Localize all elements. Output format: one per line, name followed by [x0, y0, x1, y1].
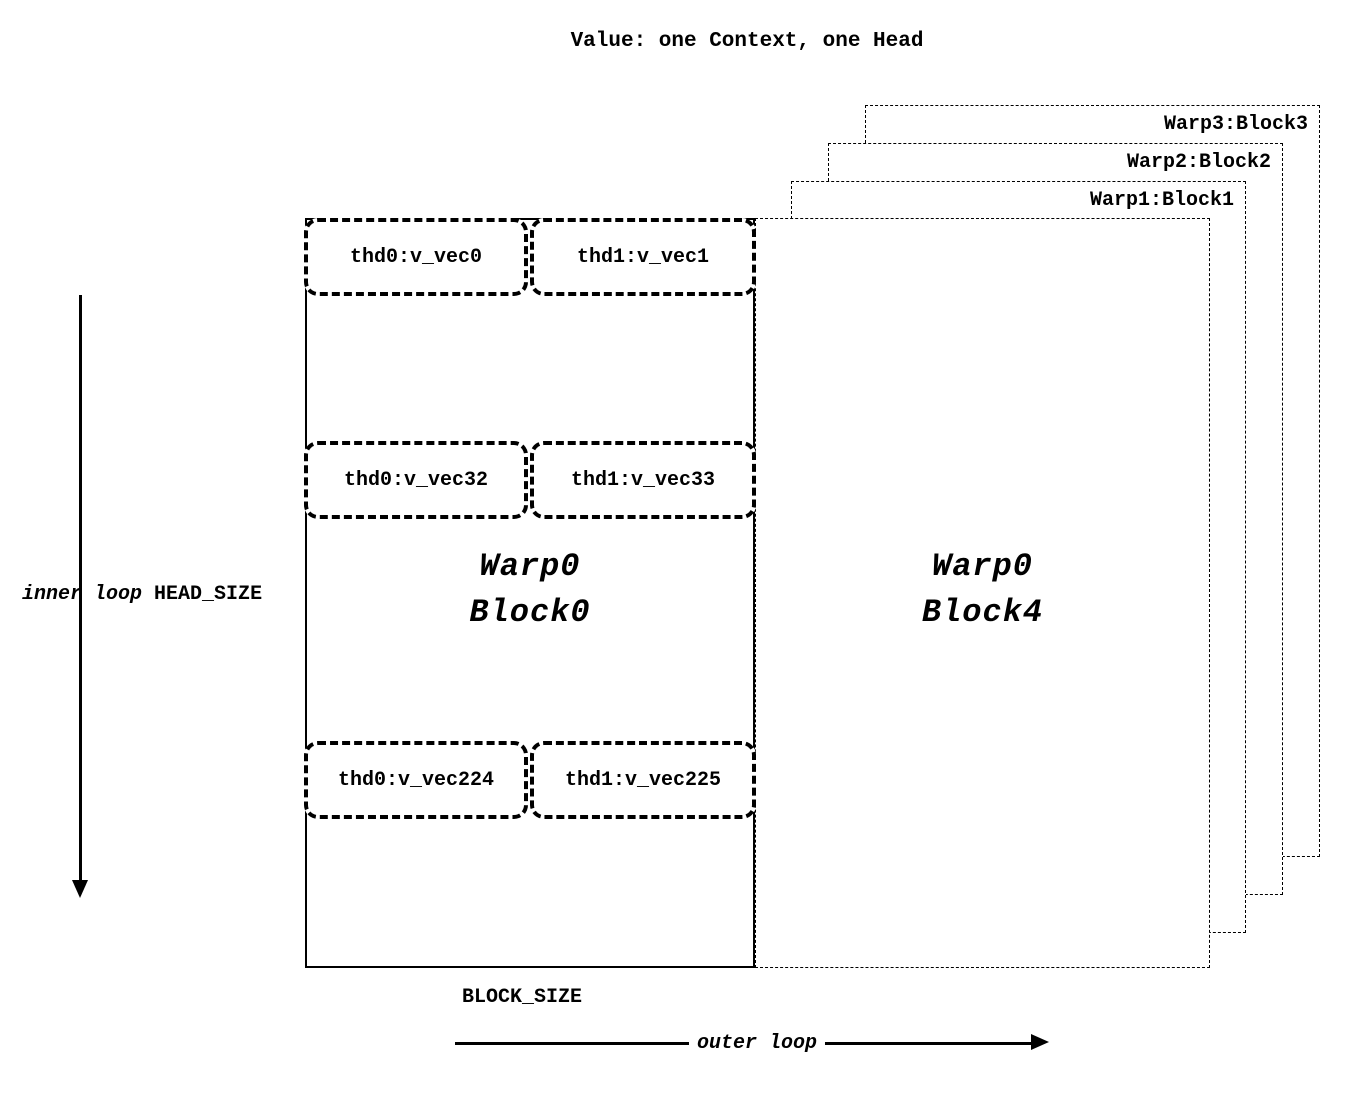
inner-loop-arrow-line	[79, 295, 82, 883]
stacked-block-warp3-label: Warp3:Block3	[1163, 113, 1308, 136]
front-block-warp-label: Warp0	[931, 548, 1033, 585]
main-block-block-label: Block0	[469, 594, 591, 631]
front-block-label: Warp0 Block4	[755, 544, 1210, 636]
outer-loop-axis-label: outer loop	[688, 1032, 826, 1055]
inner-loop-arrowhead-icon	[72, 880, 88, 898]
vec-box-thd0-v-vec0: thd0:v_vec0	[304, 218, 528, 296]
front-block-block-label: Block4	[921, 594, 1044, 631]
vec-box-thd1-v-vec225: thd1:v_vec225	[530, 741, 756, 819]
front-block-warp0-block4	[755, 218, 1210, 968]
head-size-text: HEAD_SIZE	[154, 583, 263, 606]
inner-loop-axis-label: inner loop HEAD_SIZE	[22, 583, 262, 606]
main-block-warp0-block0	[305, 218, 755, 968]
vec-box-thd1-v-vec33: thd1:v_vec33	[530, 441, 756, 519]
outer-loop-arrowhead-icon	[1031, 1034, 1049, 1050]
vec-box-thd1-v-vec1: thd1:v_vec1	[530, 218, 756, 296]
stacked-block-warp2-label: Warp2:Block2	[1126, 151, 1271, 174]
vec-box-thd0-v-vec32: thd0:v_vec32	[304, 441, 528, 519]
block-size-label: BLOCK_SIZE	[461, 986, 583, 1009]
main-block-warp-label: Warp0	[479, 548, 581, 585]
inner-loop-text: inner loop	[22, 583, 143, 606]
vec-box-thd0-v-vec224: thd0:v_vec224	[304, 741, 528, 819]
stacked-block-warp1-label: Warp1:Block1	[1089, 189, 1234, 212]
main-block-label: Warp0 Block0	[305, 544, 755, 636]
diagram-title: Value: one Context, one Head	[570, 30, 924, 53]
